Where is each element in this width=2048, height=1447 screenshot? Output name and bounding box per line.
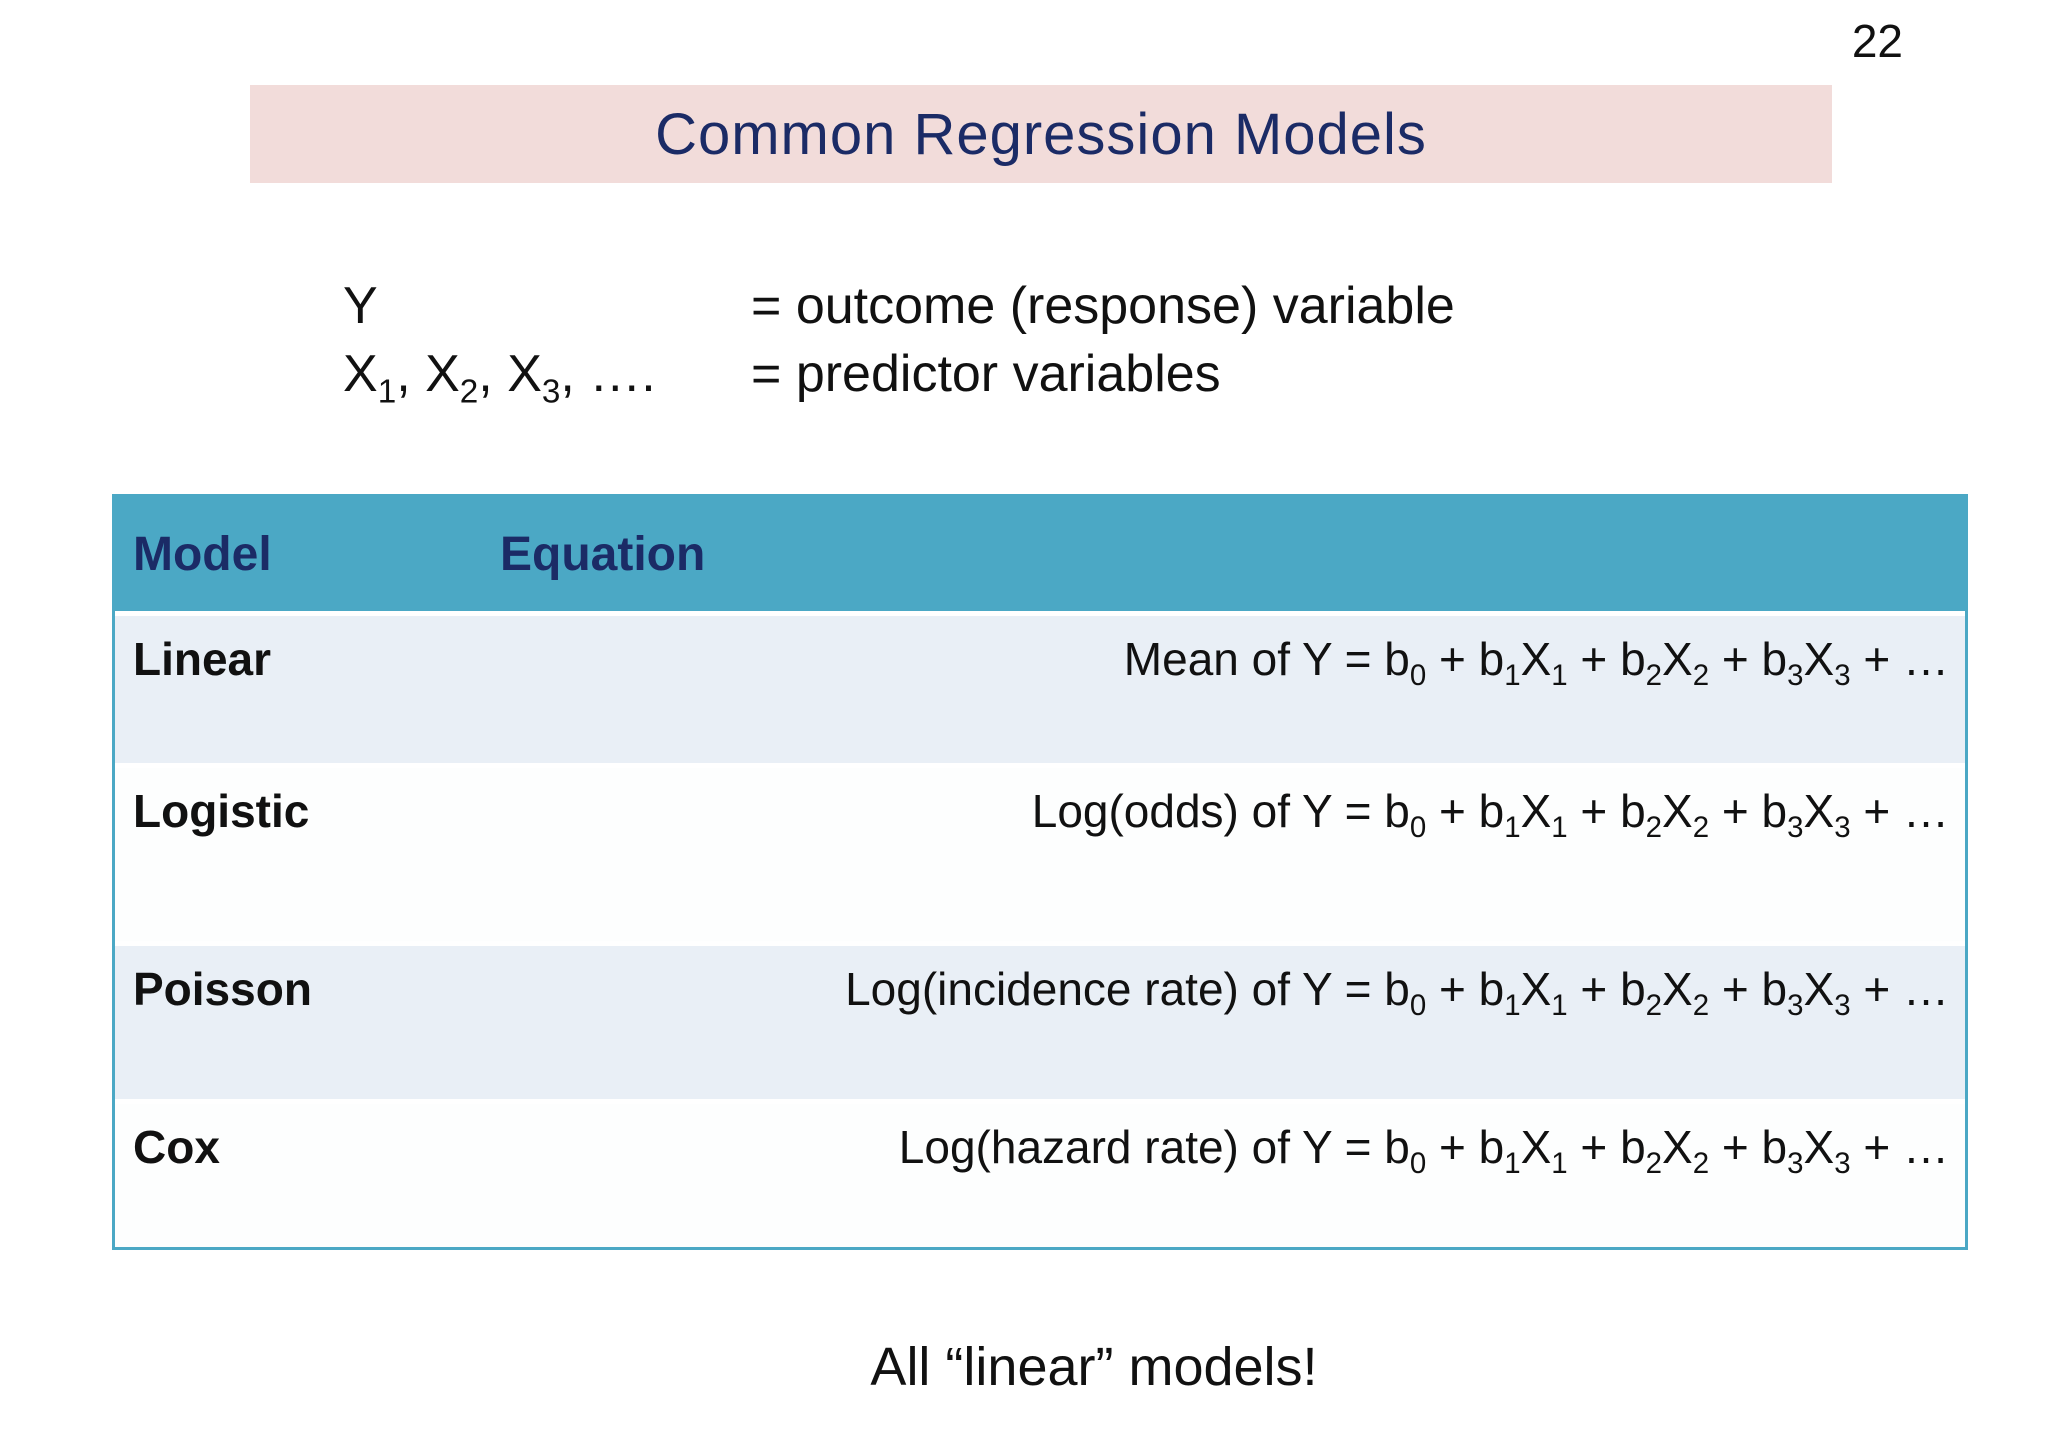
column-header-model: Model	[133, 527, 272, 581]
equation-cell: Mean of Y = b0 + b1X1 + b2X2 + b3X3 + …	[1123, 633, 1949, 693]
table-row-poisson: Poisson Log(incidence rate) of Y = b0 + …	[115, 941, 1965, 1099]
footer-note: All “linear” models!	[870, 1337, 1318, 1397]
column-header-equation: Equation	[500, 527, 706, 581]
variable-definitions: Y = outcome (response) variable X1, X2, …	[343, 272, 1455, 411]
table-row-logistic: Logistic Log(odds) of Y = b0 + b1X1 + b2…	[115, 763, 1965, 941]
model-name-cell: Logistic	[133, 785, 310, 837]
equation-cell: Log(incidence rate) of Y = b0 + b1X1 + b…	[845, 963, 1949, 1023]
definition-symbol: Y	[343, 277, 378, 335]
slide-title: Common Regression Models	[655, 101, 1427, 167]
definition-symbol: X1, X2, X3, ….	[343, 345, 656, 411]
definition-row: Y = outcome (response) variable	[343, 272, 1455, 340]
equation-cell: Log(hazard rate) of Y = b0 + b1X1 + b2X2…	[898, 1121, 1949, 1181]
table-row-cox: Cox Log(hazard rate) of Y = b0 + b1X1 + …	[115, 1099, 1965, 1247]
table-row-linear: Linear Mean of Y = b0 + b1X1 + b2X2 + b3…	[115, 611, 1965, 763]
models-table: Model Equation Linear Mean of Y = b0 + b…	[112, 494, 1968, 1250]
table-header-row: Model Equation	[115, 497, 1965, 611]
definition-text: = predictor variables	[751, 345, 1221, 403]
equation-cell: Log(odds) of Y = b0 + b1X1 + b2X2 + b3X3…	[1031, 785, 1949, 845]
model-name-cell: Cox	[133, 1121, 220, 1173]
page-number: 22	[1851, 15, 1903, 67]
slide-title-banner: Common Regression Models	[250, 85, 1832, 183]
definition-row: X1, X2, X3, …. = predictor variables	[343, 340, 1455, 411]
model-name-cell: Linear	[133, 633, 272, 685]
definition-text: = outcome (response) variable	[751, 277, 1455, 335]
model-name-cell: Poisson	[133, 963, 312, 1015]
